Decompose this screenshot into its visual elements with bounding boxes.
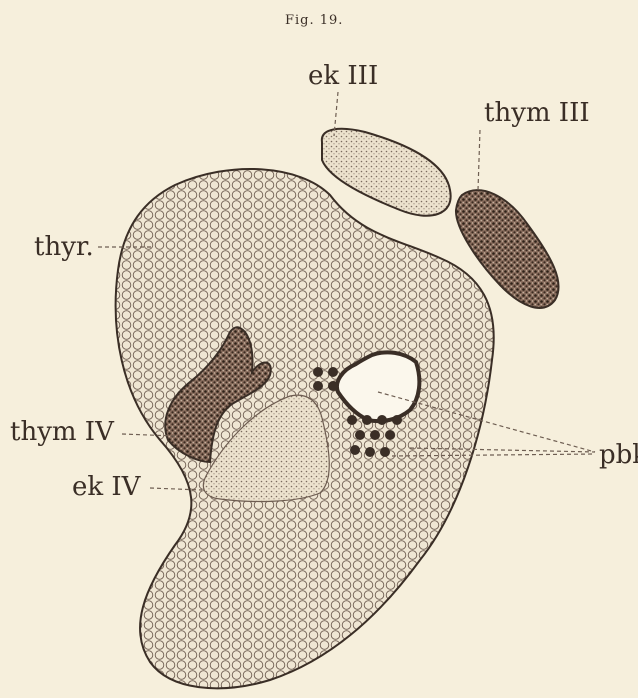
label-ek3: ek III [308, 61, 378, 91]
label-thym3: thym III [484, 98, 590, 128]
label-thyr: thyr. [34, 232, 94, 262]
label-thym4: thym IV [10, 417, 115, 447]
label-ek4: ek IV [72, 472, 142, 502]
ek3-body [322, 129, 451, 216]
label-pbk: pbk [599, 440, 638, 470]
figure-title: Fig. 19. [285, 13, 343, 28]
